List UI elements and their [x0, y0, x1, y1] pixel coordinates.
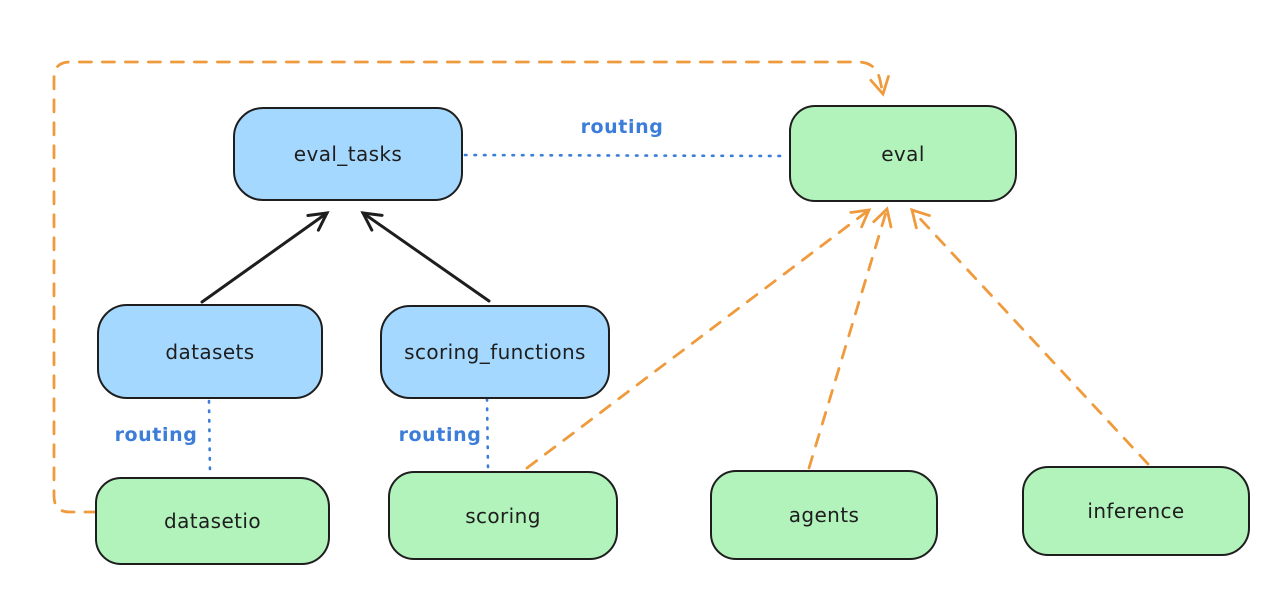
edge-routing-scoring-functions-to-scoring — [485, 397, 490, 470]
node-datasetio-label: datasetio — [163, 509, 261, 533]
edge-routing-eval-tasks-to-eval — [463, 153, 788, 158]
edge-routing-datasets-to-datasetio — [207, 399, 212, 476]
node-inference-label: inference — [1087, 499, 1185, 523]
edge-label-routing-datasets-datasetio: routing — [114, 424, 198, 446]
node-scoring-functions-label: scoring_functions — [404, 340, 586, 364]
node-scoring-label: scoring — [465, 503, 541, 528]
node-eval-tasks-label: eval_tasks — [293, 142, 403, 166]
node-scoring: scoring — [388, 471, 618, 560]
edge-datasets-to-eval-tasks — [200, 211, 330, 304]
node-inference: inference — [1022, 466, 1250, 556]
node-eval: eval — [789, 105, 1017, 202]
node-agents-label: agents — [788, 503, 860, 527]
node-eval-tasks: eval_tasks — [233, 107, 463, 201]
node-datasets: datasets — [97, 304, 323, 399]
edge-label-routing-scoring-functions-scoring: routing — [398, 424, 482, 446]
edge-agents-to-eval — [807, 206, 893, 470]
edge-label-routing-eval-tasks-eval: routing — [580, 116, 664, 138]
node-scoring-functions: scoring_functions — [380, 305, 610, 399]
edge-inference-to-eval — [910, 207, 1150, 466]
node-eval-label: eval — [881, 141, 925, 166]
node-datasetio: datasetio — [95, 477, 330, 565]
node-agents: agents — [710, 470, 938, 560]
edge-scoring-functions-to-eval-tasks — [360, 211, 491, 303]
node-datasets-label: datasets — [165, 339, 255, 364]
